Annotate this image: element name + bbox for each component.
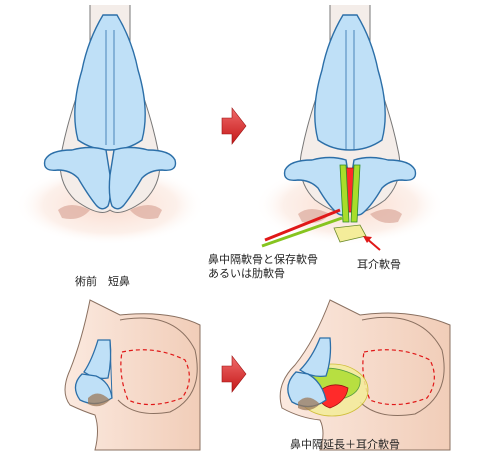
alar-cartilage-right	[108, 146, 177, 210]
leader-line-red	[264, 208, 341, 242]
label-before-short-nose: 術前 短鼻	[75, 275, 130, 288]
septum-line	[345, 30, 355, 150]
nostril-left	[58, 205, 90, 219]
septum-line	[105, 30, 115, 145]
profile-view-after	[279, 299, 451, 451]
profile-view-before	[64, 299, 201, 451]
upper-lateral-cartilage	[314, 14, 386, 151]
front-view-after	[255, 5, 445, 251]
arrow-bottom	[221, 355, 247, 393]
label-ear-cartilage: 耳介軟骨	[357, 258, 401, 271]
upper-lateral-cartilage	[74, 14, 146, 151]
strut-graft-left	[339, 164, 350, 223]
front-view-before	[15, 5, 205, 245]
nostril-left	[298, 209, 330, 223]
nostril-profile	[88, 393, 110, 407]
nostril-right	[370, 209, 402, 223]
cheek-outline	[117, 317, 198, 414]
cheek-outline	[359, 316, 445, 416]
leader-line-green	[261, 216, 343, 248]
label-rib-cartilage: あるいは肋軟骨	[208, 267, 285, 280]
nostril-profile	[298, 397, 320, 411]
leader-arrowhead-ear	[363, 236, 372, 243]
label-result: 鼻中隔延長＋耳介軟骨	[290, 438, 400, 451]
strut-graft-right	[350, 164, 361, 223]
septum-profile	[109, 339, 113, 399]
arrow-top	[221, 107, 247, 145]
ear-cartilage-outline	[362, 349, 435, 406]
upper-cartilage-profile	[298, 337, 332, 378]
nostril-right	[130, 205, 162, 219]
alar-cartilage-left	[43, 146, 112, 210]
ear-cartilage-graft	[333, 224, 367, 243]
label-septal-cartilage: 鼻中隔軟骨と保存軟骨	[208, 253, 318, 266]
